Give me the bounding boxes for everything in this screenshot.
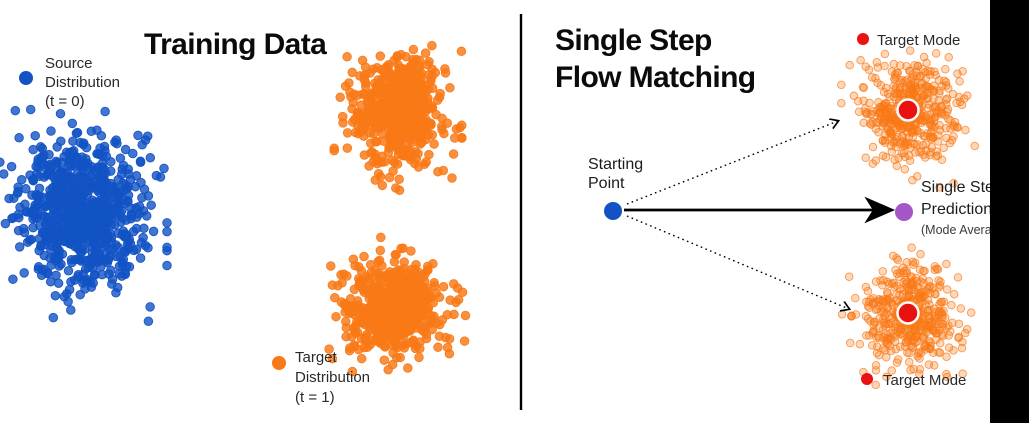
- target-distribution-top-cluster: [329, 40, 467, 196]
- source-legend-line1: Source: [45, 55, 93, 72]
- target-distribution-bottom-cluster: [324, 232, 471, 377]
- target-mode-center-top: [896, 98, 920, 122]
- single-step-prediction-dot: [895, 203, 913, 221]
- single-step-title: Single Step Flow Matching: [555, 22, 756, 96]
- prediction-label: Single Step Prediction (Mode Average): [921, 177, 1010, 239]
- target-legend-dot-icon: [272, 356, 286, 370]
- source-legend-line3: (t = 0): [45, 93, 85, 110]
- flow-path-to-top-mode: [626, 121, 838, 205]
- target-mode-bottom-label: Target Mode: [883, 372, 967, 389]
- source-legend-dot-icon: [19, 71, 33, 85]
- prediction-label-line3: (Mode Average): [921, 223, 1010, 237]
- target-mode-bottom-legend-dot-icon: [861, 373, 873, 385]
- starting-point-label-line2: Point: [588, 175, 625, 192]
- target-legend-line1: Target: [295, 349, 337, 366]
- training-data-title: Training Data: [144, 28, 327, 61]
- single-step-title-line2: Flow Matching: [555, 61, 756, 94]
- source-distribution-cluster: [0, 104, 172, 327]
- target-legend-line2: Distribution: [295, 369, 371, 386]
- target-legend-label: Target Distribution (t = 1): [295, 348, 370, 408]
- source-legend-label: Source Distribution (t = 0): [45, 54, 120, 111]
- flow-path-to-bottom-mode: [626, 215, 849, 309]
- target-mode-top-legend-dot-icon: [857, 33, 869, 45]
- starting-point-dot: [604, 202, 622, 220]
- prediction-label-line2: Prediction: [921, 201, 993, 218]
- single-step-title-line1: Single Step: [555, 24, 712, 57]
- prediction-label-line1: Single Step: [921, 179, 1003, 196]
- target-legend-line3: (t = 1): [295, 389, 335, 406]
- source-legend-line2: Distribution: [45, 74, 121, 91]
- starting-point-label: Starting Point: [588, 155, 643, 193]
- target-mode-top-label: Target Mode: [877, 32, 961, 49]
- crop-strip: [990, 0, 1029, 423]
- mode-sample-cloud-bottom: [837, 243, 976, 390]
- target-mode-center-bottom: [896, 301, 920, 325]
- starting-point-label-line1: Starting: [588, 156, 644, 173]
